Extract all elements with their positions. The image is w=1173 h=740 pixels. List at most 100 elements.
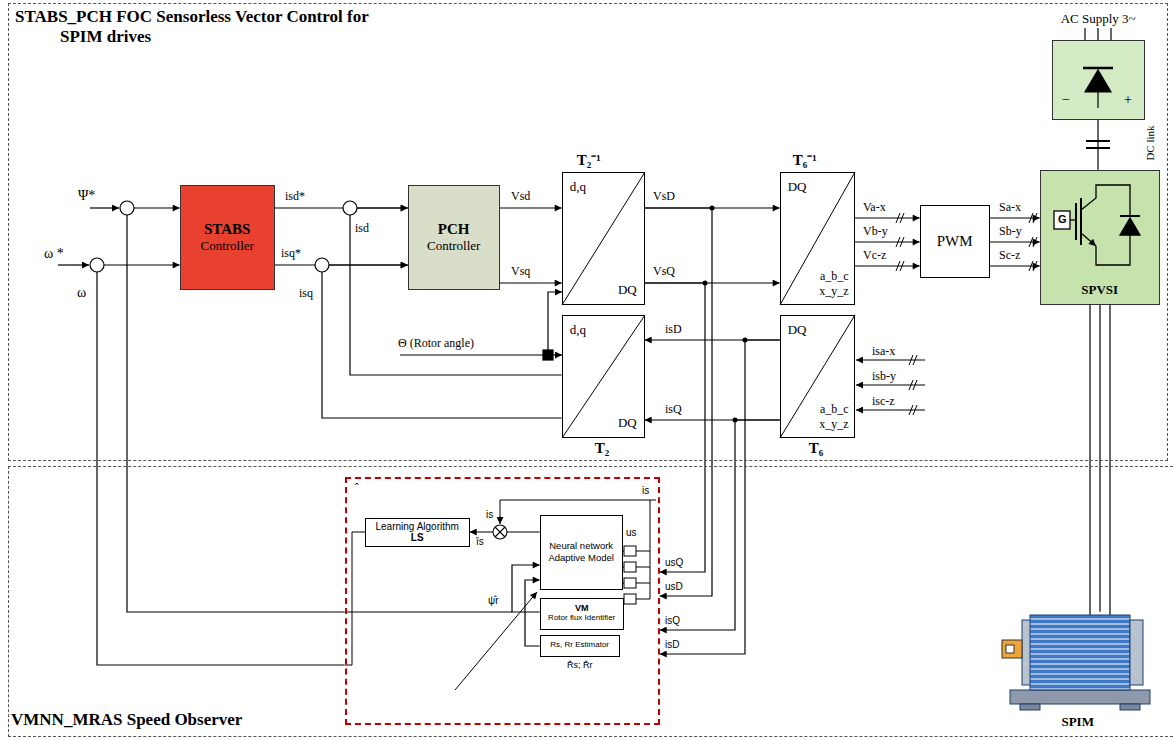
bus-slash	[1029, 213, 1037, 223]
signal-label: Vsq	[510, 265, 531, 279]
junction-dot	[710, 206, 715, 211]
polarity-sign: +	[1124, 92, 1132, 108]
node-text: a_b_c x_y_z	[803, 402, 849, 432]
signal-wire	[855, 241, 920, 242]
signal-label: isq*	[280, 247, 302, 261]
junction-dot	[703, 206, 748, 423]
signal-wire	[645, 283, 705, 572]
signal-wire	[855, 217, 920, 218]
signal-wire	[645, 208, 712, 596]
motor-phase-wire	[1109, 305, 1110, 615]
bus-slash	[896, 213, 904, 223]
node-title: PCH	[438, 221, 470, 238]
signal-label: Sa-x	[998, 201, 1022, 215]
node-title: SPVSI	[1041, 282, 1159, 298]
signal-label: isD	[664, 639, 680, 650]
signal-label: isQ	[664, 403, 683, 417]
signal-wire	[855, 265, 920, 266]
observer-wire	[636, 567, 650, 568]
summing-junction	[315, 258, 329, 272]
observer-box: ˆLearning AlgorithmLSNeural network Adap…	[345, 477, 660, 725]
neural-model: Neural network Adaptive Model	[540, 515, 623, 590]
igbt-symbol	[1081, 185, 1130, 216]
rotor-angle-wire	[400, 354, 543, 355]
transform-diagonal	[780, 172, 855, 305]
signal-label: us	[626, 527, 637, 538]
signal-label: Vc-z	[862, 249, 887, 263]
multiplier-symbol	[493, 525, 507, 539]
transform-diagonal	[562, 315, 645, 438]
node-title: STABS_PCH FOC Sensorless Vector Control …	[15, 7, 377, 47]
summing-junction	[343, 201, 357, 215]
signal-wire	[525, 580, 540, 646]
node-title: AC Supply 3~	[1033, 11, 1164, 27]
observer-wire	[636, 599, 650, 600]
resistance-estimator: Rs, Rr EstimatorR̂s; R̂r	[540, 635, 620, 657]
flux-identifier: VMRotor flux Identifier	[540, 598, 624, 630]
observer-wire	[636, 551, 650, 552]
dc-link-label: DC link	[1144, 121, 1156, 165]
node-title: STABS	[204, 221, 250, 238]
motor: SPIM	[998, 612, 1158, 732]
node-title: PWM	[937, 233, 973, 250]
node-title: VM	[575, 604, 589, 614]
signal-label: Vb-y	[862, 225, 889, 239]
node-text: Controller	[427, 238, 480, 254]
inverter-block: SPVSI	[1040, 170, 1160, 305]
signal-label: isd*	[284, 190, 306, 204]
current-label: isb-y	[872, 370, 896, 384]
rotor-angle-wire	[553, 354, 562, 355]
motor-illustration	[1130, 620, 1143, 685]
input-label: ω *	[44, 246, 64, 262]
node-title: Neural network Adaptive Model	[544, 540, 619, 564]
pch-controller: PCHController	[408, 185, 500, 290]
signal-label: Va-x	[862, 201, 887, 215]
node-text: R̂s; R̂r	[541, 660, 619, 670]
signal-label: ψ̂r	[488, 595, 498, 606]
signal-label: isd	[354, 222, 370, 236]
node-text: Rotor flux Identifier	[548, 614, 615, 623]
signal-label: usQ	[664, 557, 684, 568]
rectifier-symbol	[1097, 92, 1098, 108]
motor-illustration	[1002, 640, 1022, 658]
junction-dot	[703, 281, 708, 286]
transform-diagonal	[562, 172, 855, 438]
bus-slash	[909, 355, 917, 365]
node-text: Controller	[200, 238, 253, 254]
signal-wire	[660, 340, 780, 654]
polarity-sign: −	[1062, 92, 1070, 108]
rectifier-symbol	[1097, 28, 1098, 40]
igbt-symbol	[1080, 198, 1082, 245]
signal-wire	[500, 282, 562, 283]
signal-wire	[350, 208, 562, 375]
observer-region: VMNN_MRAS Speed ObserverSPIMˆLearning Al…	[8, 466, 1173, 737]
igbt-symbol	[1075, 203, 1077, 240]
signal-label: isQ	[664, 615, 681, 626]
bus-slash	[909, 405, 917, 415]
angle-label: Θ (Rotor angle)	[398, 336, 474, 351]
motor-illustration	[1030, 615, 1130, 690]
reference-input	[58, 208, 119, 265]
filter-block	[624, 594, 636, 604]
node-text: LS	[411, 532, 424, 543]
signal-wire	[500, 207, 562, 208]
node-text: d,q	[570, 179, 586, 195]
node-title: T₆⁻¹	[793, 149, 817, 169]
node-title: ˆ	[355, 481, 359, 496]
summing-junction	[120, 201, 134, 215]
observer-wire	[455, 592, 537, 690]
rectifier-symbol	[1110, 28, 1111, 40]
control-region: STABS_PCH FOC Sensorless Vector Control …	[8, 3, 1168, 461]
node-title: SPIM	[998, 714, 1158, 730]
signal-wire	[990, 217, 1040, 218]
observer-wire	[636, 583, 650, 584]
input-label: Ψ*	[78, 188, 95, 204]
signal-wire	[990, 265, 1040, 266]
signal-wire	[660, 420, 780, 630]
node-title: T₂	[595, 440, 610, 457]
inverse-park-transform: T₂⁻¹d,qDQ	[562, 172, 645, 305]
rectifier-block: AC Supply 3~	[1052, 40, 1145, 120]
signal-label: isq	[298, 287, 314, 301]
bus-slash	[1029, 237, 1037, 247]
signal-label: Sb-y	[998, 225, 1023, 239]
